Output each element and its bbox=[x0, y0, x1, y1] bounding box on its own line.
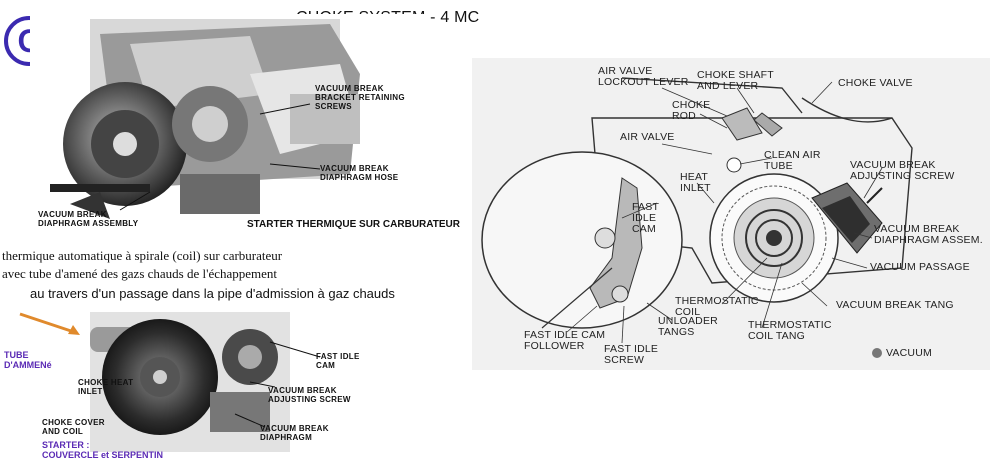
label-air-valve-lockout: AIR VALVE LOCKOUT LEVER bbox=[598, 65, 689, 88]
label-vacuum-break-assembly: VACUUM BREAK DIAPHRAGM ASSEMBLY bbox=[38, 210, 139, 228]
label-vacuum-legend: VACUUM bbox=[886, 347, 932, 359]
label-choke-rod: CHOKE ROD bbox=[672, 99, 711, 122]
carburetor-photo-top-drawing bbox=[50, 19, 360, 219]
label-vacuum-break-diaphragm: VACUUM BREAK DIAPHRAGM bbox=[260, 424, 329, 442]
label-choke-shaft: CHOKE SHAFT AND LEVER bbox=[697, 69, 774, 92]
vacuum-legend-dot bbox=[872, 348, 882, 358]
description-line-3: au travers d'un passage dans la pipe d'a… bbox=[30, 286, 395, 301]
carburetor-photo-bottom: CHOKE HEAT INLET CHOKE COVER AND COIL FA… bbox=[20, 302, 380, 462]
label-vacuum-break-adjusting: VACUUM BREAK ADJUSTING SCREW bbox=[268, 386, 351, 404]
choke-diagram: AIR VALVE LOCKOUT LEVER CHOKE SHAFT AND … bbox=[472, 58, 990, 370]
starter-label: STARTER : COUVERCLE et SERPENTIN bbox=[42, 440, 164, 460]
label-vacuum-passage: VACUUM PASSAGE bbox=[870, 261, 970, 273]
label-choke-cover-coil: CHOKE COVER AND COIL bbox=[42, 418, 105, 436]
label-fast-idle-cam: FAST IDLE CAM bbox=[632, 201, 660, 235]
label-heat-inlet: HEAT INLET bbox=[680, 171, 711, 194]
carburetor-photo-bottom-drawing bbox=[90, 312, 321, 452]
label-vb-adjusting-screw: VACUUM BREAK ADJUSTING SCREW bbox=[850, 159, 955, 182]
starter-caption: STARTER THERMIQUE SUR CARBURATEUR bbox=[247, 219, 460, 230]
label-fast-idle-screw: FAST IDLE SCREW bbox=[604, 343, 659, 366]
tube-label: TUBE D'AMMENé bbox=[4, 350, 52, 370]
label-vacuum-break-hose: VACUUM BREAK DIAPHRAGM HOSE bbox=[320, 164, 399, 182]
label-fast-idle-cam-follower: FAST IDLE CAM FOLLOWER bbox=[524, 329, 606, 352]
label-thermostatic-coil: THERMOSTATIC COIL bbox=[675, 295, 759, 318]
carburetor-photo-top: VACUUM BREAK BRACKET RETAINING SCREWS VA… bbox=[30, 14, 430, 242]
description-line-1: thermique automatique à spirale (coil) s… bbox=[2, 248, 283, 263]
label-air-valve: AIR VALVE bbox=[620, 131, 675, 143]
label-clean-air-tube: CLEAN AIR TUBE bbox=[764, 149, 821, 172]
label-choke-heat-inlet: CHOKE HEAT INLET bbox=[78, 378, 134, 396]
label-vacuum-break-bracket: VACUUM BREAK BRACKET RETAINING SCREWS bbox=[315, 84, 405, 111]
choke-diagram-drawing bbox=[481, 77, 913, 344]
label-choke-valve: CHOKE VALVE bbox=[838, 77, 913, 89]
label-vb-tang: VACUUM BREAK TANG bbox=[836, 299, 954, 311]
label-fast-idle-cam: FAST IDLE CAM bbox=[316, 352, 360, 370]
label-vb-diaphragm: VACUUM BREAK DIAPHRAGM ASSEM. bbox=[874, 223, 983, 246]
arrow-icon bbox=[19, 312, 80, 335]
label-thermostatic-coil-tang: THERMOSTATIC COIL TANG bbox=[748, 319, 832, 342]
description-line-2: avec tube d'amené des gazs chauds de l'é… bbox=[2, 266, 278, 281]
label-unloader-tangs: UNLOADER TANGS bbox=[658, 315, 718, 338]
